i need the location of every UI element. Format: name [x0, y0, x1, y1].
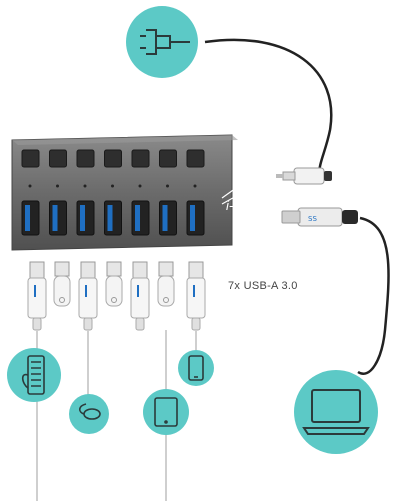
- smartphone-icon: [188, 355, 204, 381]
- status-led: [28, 184, 32, 188]
- usb-a-plug: [130, 261, 150, 331]
- usb-b-plug: SS: [281, 207, 358, 227]
- usb-a-port[interactable]: [131, 200, 150, 236]
- status-led: [56, 184, 59, 188]
- usb-flash-drive: [53, 261, 71, 307]
- tablet-icon: [154, 397, 178, 427]
- power-switch[interactable]: [104, 149, 122, 168]
- power-switch[interactable]: [131, 149, 150, 168]
- usb-a-port[interactable]: [104, 200, 122, 236]
- power-cable: [204, 38, 333, 177]
- status-led: [83, 184, 87, 188]
- usb-flash-drive: [105, 261, 123, 307]
- laptop-cable: [357, 216, 390, 375]
- usb-a-port[interactable]: [49, 200, 67, 236]
- svg-text:SS: SS: [308, 215, 317, 223]
- usb-a-port[interactable]: [186, 200, 205, 236]
- usb-a-plug: [27, 261, 47, 331]
- power-switch[interactable]: [21, 149, 40, 168]
- port-count-caption: 7x USB-A 3.0: [228, 280, 298, 292]
- status-led: [138, 184, 142, 188]
- keyboard-badge: [7, 348, 61, 402]
- power-switch[interactable]: [49, 149, 67, 168]
- status-led: [111, 184, 114, 188]
- status-leds: [28, 184, 197, 188]
- mouse-badge: [69, 394, 109, 434]
- usb-a-port[interactable]: [76, 200, 95, 236]
- laptop-icon: [302, 389, 370, 435]
- usb-a-port[interactable]: [159, 200, 177, 236]
- usb-a-port[interactable]: [21, 200, 40, 236]
- power-switch[interactable]: [76, 149, 95, 168]
- brand-name: i-tec: [226, 198, 251, 213]
- smartphone-badge: [178, 350, 214, 386]
- power-switch[interactable]: [186, 149, 205, 168]
- laptop-badge: [294, 370, 378, 454]
- status-led: [166, 184, 169, 188]
- status-led: [193, 184, 197, 188]
- power-switches: [21, 149, 205, 168]
- usb-hub: i-tec: [11, 134, 251, 251]
- usb-a-ports: [21, 200, 205, 236]
- peripheral-plugs: [27, 261, 206, 331]
- usb-flash-drive: [157, 261, 175, 307]
- power-plug-badge: [126, 6, 198, 78]
- mouse-icon: [78, 403, 101, 420]
- dc-plug: [276, 167, 332, 185]
- usb-a-plug: [78, 261, 98, 331]
- power-switch[interactable]: [159, 149, 177, 168]
- keyboard-icon: [21, 355, 45, 395]
- usb-a-plug: [186, 261, 206, 331]
- brand-logo: i-tec: [221, 187, 251, 213]
- tablet-badge: [143, 389, 189, 435]
- power-plug-icon: [140, 29, 190, 55]
